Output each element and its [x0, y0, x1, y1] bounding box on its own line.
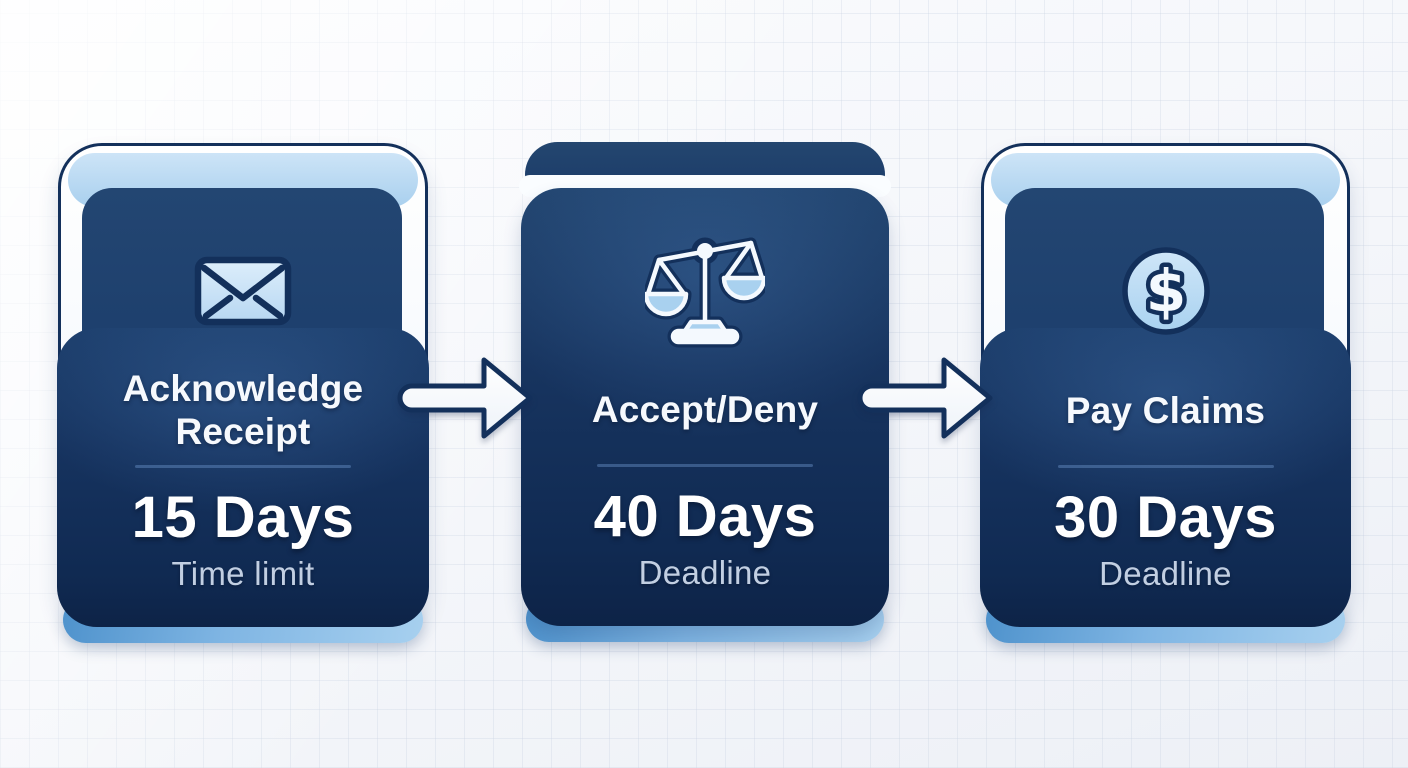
step-days: 40 Days: [593, 483, 817, 549]
step-card-accept-deny: Accept/Deny 40 Days Deadline: [519, 142, 891, 642]
arrow-right-icon: [857, 357, 993, 439]
step-days: 30 Days: [1054, 484, 1277, 550]
arrow-right-icon: [397, 357, 533, 439]
step-sublabel: Deadline: [638, 554, 772, 591]
step-card-acknowledge-receipt: Acknowledge Receipt 15 Days Time limit: [57, 143, 429, 643]
divider: [135, 465, 351, 468]
card-content: Acknowledge Receipt 15 Days Time limit: [58, 143, 428, 627]
step-title: Pay Claims: [1065, 389, 1266, 431]
step-title: Acknowledge Receipt: [122, 368, 364, 452]
step-sublabel: Time limit: [171, 555, 315, 592]
step-sublabel: Deadline: [1099, 555, 1232, 592]
card-content: Accept/Deny 40 Days Deadline: [521, 142, 889, 626]
step-days: 15 Days: [131, 484, 355, 550]
dollar-glyph: $: [1145, 257, 1185, 325]
card-body: [980, 328, 1351, 627]
envelope-icon: [58, 231, 428, 351]
scales-icon: [521, 230, 889, 350]
card-body: [57, 328, 429, 627]
step-card-pay-claims: $ Pay Claims 30 Days Deadline: [980, 143, 1351, 643]
divider: [597, 464, 813, 467]
card-content: $ Pay Claims 30 Days Deadline: [981, 143, 1350, 627]
step-title: Accept/Deny: [591, 388, 819, 430]
dollar-icon: $: [981, 231, 1350, 351]
divider: [1057, 465, 1274, 468]
